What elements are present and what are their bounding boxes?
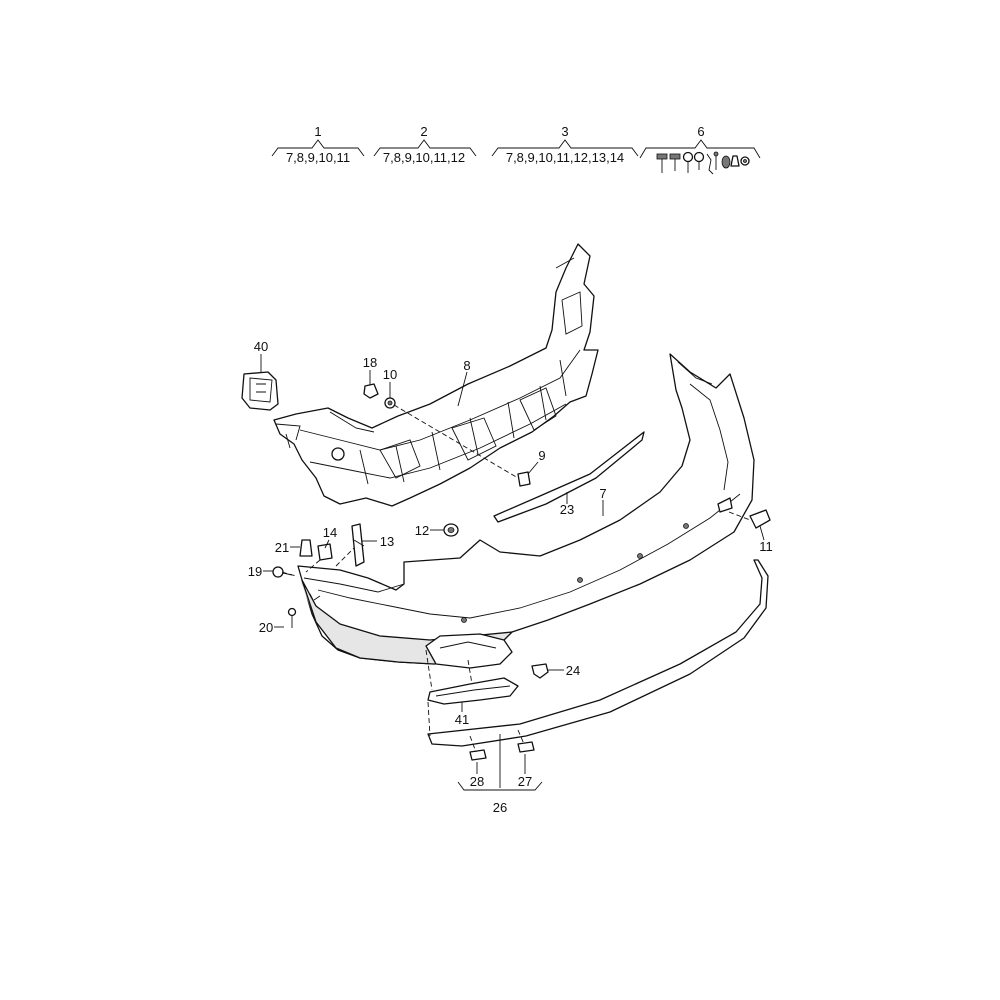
callout-21: 21 (275, 540, 289, 555)
pin-icon (713, 151, 719, 170)
parking-sensor-hole (461, 617, 467, 623)
clip-icon (730, 155, 740, 167)
callout-19: 19 (248, 564, 262, 579)
callout-40: 40 (254, 339, 268, 354)
callout-23: 23 (560, 502, 574, 517)
part-12-nut (443, 523, 459, 537)
part-10-nut (384, 397, 396, 409)
group-bracket-6 (639, 139, 761, 159)
callout-8: 8 (463, 358, 470, 373)
group-number-1: 1 (314, 124, 321, 139)
part-28-clip (469, 749, 487, 761)
group-number-6: 6 (697, 124, 704, 139)
part-14-clip (317, 543, 333, 561)
leader-lines (260, 354, 765, 791)
callout-24: 24 (566, 663, 580, 678)
part-27-clip (517, 741, 535, 753)
parking-sensor-hole (577, 577, 583, 583)
group-contents-3: 7,8,9,10,11,12,13,14 (506, 150, 624, 165)
part-23-guide-strip (493, 431, 645, 523)
callout-11: 11 (759, 539, 773, 554)
group-header-2: 2 7,8,9,10,11,12 (373, 124, 477, 165)
group-bracket-1 (271, 139, 365, 157)
part-7-bumper-cover (297, 353, 755, 669)
group-header-1: 1 7,8,9,10,11 (271, 124, 365, 165)
clip-icon (706, 153, 714, 175)
callout-41: 41 (455, 712, 469, 727)
group-contents-2: 7,8,9,10,11,12 (383, 150, 465, 165)
group-header-3: 3 7,8,9,10,11,12,13,14 (491, 124, 639, 165)
callout-26: 26 (493, 800, 507, 815)
bolt-icon (656, 153, 668, 173)
screw-icon (693, 151, 705, 170)
group-number-2: 2 (420, 124, 427, 139)
nut-icon (740, 156, 750, 166)
part-19-screw (272, 566, 293, 578)
parking-sensor-hole (637, 553, 643, 559)
group-bracket-2 (373, 139, 477, 157)
callouts: 40 18 10 8 9 7 23 11 12 14 13 21 19 20 2… (248, 339, 773, 815)
bolt-icon (669, 153, 681, 171)
bumper-reflector-recess (425, 633, 513, 669)
callout-27: 27 (518, 774, 532, 789)
group-number-3: 3 (561, 124, 568, 139)
group-bracket-3 (491, 139, 639, 157)
callout-12: 12 (415, 523, 429, 538)
part-21-clip (299, 539, 313, 557)
part-20-screw (287, 607, 297, 628)
towing-eye-cover-opening (717, 497, 733, 513)
part-9-clip (517, 471, 531, 487)
part-40-bracket (241, 371, 279, 411)
callout-20: 20 (259, 620, 273, 635)
group-header-6: 6 (639, 124, 761, 175)
group-6-fastener-icons (656, 151, 750, 175)
part-26-lower-spoiler (427, 559, 769, 747)
callout-18: 18 (363, 355, 377, 370)
callout-10: 10 (383, 367, 397, 382)
callout-9: 9 (538, 448, 545, 463)
part-13-bracket (351, 523, 365, 567)
part-11-cap (749, 509, 771, 529)
nut-icon (721, 155, 731, 169)
assembly-lines (281, 404, 751, 753)
bracket-hole (331, 447, 345, 461)
screw-icon (682, 151, 694, 173)
group-contents-1: 7,8,9,10,11 (286, 150, 350, 165)
part-24-clip (531, 663, 549, 679)
parking-sensor-hole (683, 523, 689, 529)
part-8-bumper-bracket (273, 243, 599, 507)
callout-7: 7 (599, 486, 606, 501)
callout-28: 28 (470, 774, 484, 789)
part-18-clip (363, 383, 379, 399)
callout-13: 13 (380, 534, 394, 549)
callout-14: 14 (323, 525, 337, 540)
part-41-reflector-trim (427, 677, 519, 705)
